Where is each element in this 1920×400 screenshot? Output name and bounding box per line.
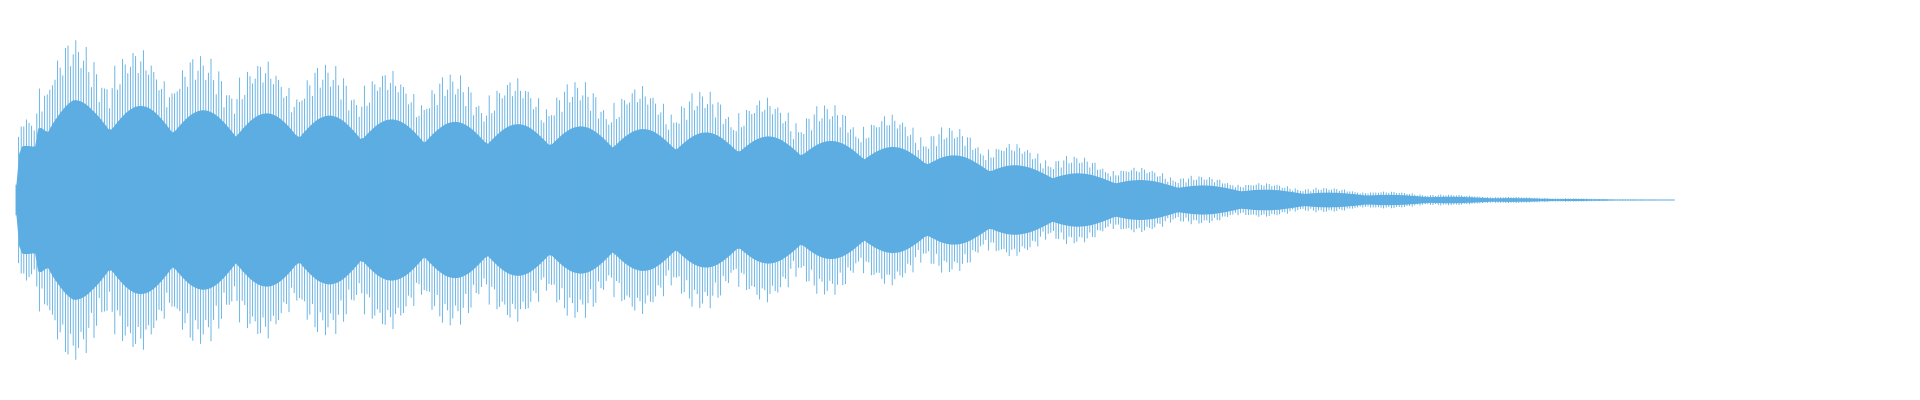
waveform-oscillation-strokes bbox=[15, 40, 1675, 360]
